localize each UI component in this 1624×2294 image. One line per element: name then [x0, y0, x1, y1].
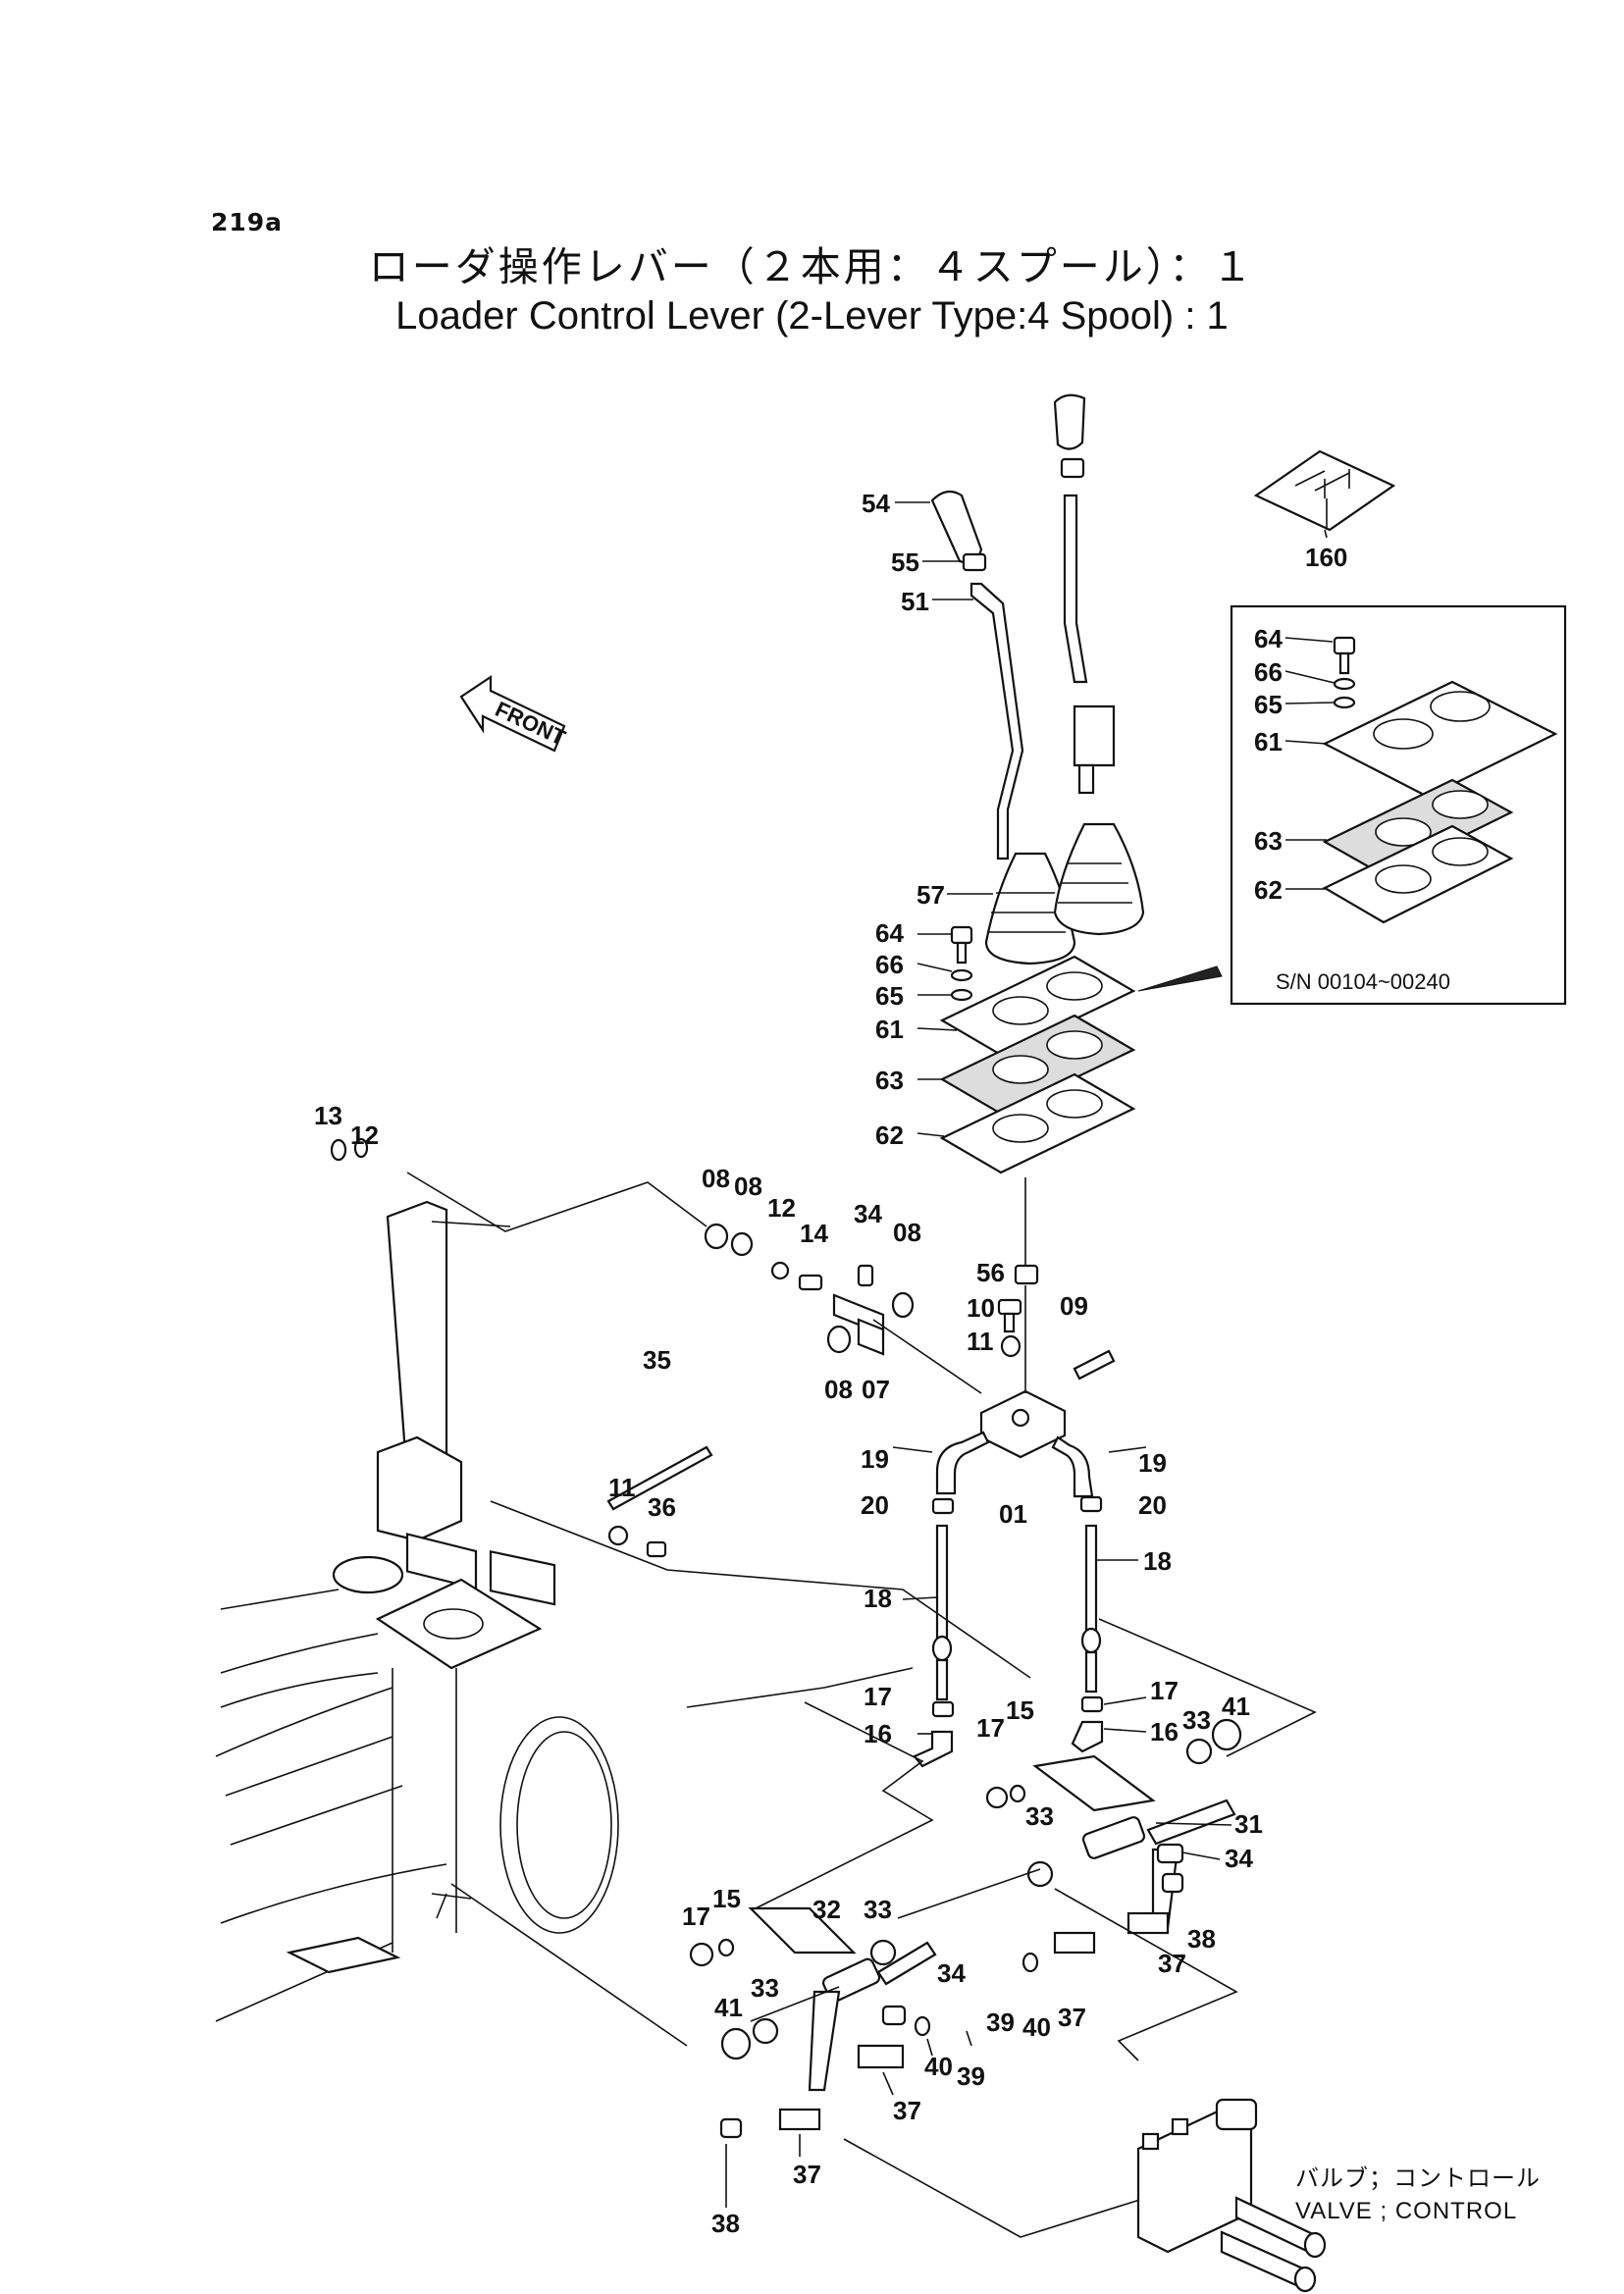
label-64-inset: 64 [1254, 624, 1283, 653]
label-07: 07 [862, 1375, 890, 1404]
label-08-b: 08 [734, 1172, 762, 1201]
label-31: 31 [1234, 1809, 1263, 1839]
label-34: 34 [854, 1199, 882, 1228]
label-39-a: 39 [986, 2007, 1015, 2037]
label-17-b: 17 [1150, 1676, 1179, 1705]
valve-label-english: VALVE ; CONTROL [1295, 2198, 1518, 2224]
label-20-b: 20 [1138, 1490, 1167, 1520]
label-36: 36 [648, 1492, 676, 1522]
label-15: 15 [1006, 1695, 1034, 1725]
label-54: 54 [862, 489, 890, 518]
lower-linkage [689, 1718, 1242, 2139]
label-13: 13 [314, 1101, 342, 1130]
label-09: 09 [1060, 1291, 1088, 1321]
label-17-d: 17 [682, 1902, 710, 1931]
label-17-c: 17 [976, 1713, 1005, 1743]
label-63: 63 [875, 1066, 904, 1095]
label-40-a: 40 [1022, 2012, 1051, 2042]
label-37-a: 37 [1158, 1949, 1186, 1978]
label-19-b: 19 [1138, 1448, 1167, 1478]
label-65: 65 [875, 981, 904, 1011]
label-62: 62 [875, 1121, 904, 1150]
label-20-a: 20 [861, 1490, 889, 1520]
label-33-d: 33 [751, 1973, 779, 2003]
chassis-outline [215, 1555, 619, 2022]
decal-160: 160 [1253, 449, 1396, 572]
label-18-b: 18 [1143, 1546, 1172, 1576]
label-62-inset: 62 [1254, 875, 1283, 905]
lever-assembly-left [930, 490, 1076, 965]
label-33-a: 33 [1182, 1705, 1211, 1735]
label-33-c: 33 [864, 1895, 892, 1924]
label-41-a: 41 [1222, 1692, 1250, 1721]
label-37-b: 37 [1058, 2003, 1086, 2032]
label-57: 57 [917, 880, 945, 910]
label-18-a: 18 [864, 1584, 892, 1613]
label-56: 56 [976, 1258, 1005, 1287]
label-41-b: 41 [714, 1993, 743, 2022]
front-arrow-label: FRONT [492, 697, 570, 751]
leader-lines [892, 498, 1336, 1860]
label-55: 55 [891, 547, 919, 577]
label-66-inset: 66 [1254, 657, 1283, 687]
label-38-a: 38 [1187, 1924, 1216, 1954]
label-33-b: 33 [1025, 1801, 1054, 1831]
label-17-a: 17 [864, 1682, 892, 1711]
boundary-lines [406, 1172, 1317, 2238]
label-15-b: 15 [712, 1884, 741, 1913]
page-id: 219a [211, 208, 284, 236]
label-08-d: 08 [824, 1375, 853, 1404]
label-10: 10 [967, 1293, 995, 1323]
label-34-b: 34 [1225, 1844, 1253, 1873]
label-40-b: 40 [924, 2052, 953, 2081]
label-11-b: 11 [608, 1473, 636, 1502]
label-16-b: 16 [1150, 1717, 1179, 1747]
part-labels: 160 54 55 51 57 64 66 65 61 63 62 64 66 … [314, 489, 1283, 2238]
control-valve [1136, 2098, 1327, 2293]
label-61-inset: 61 [1254, 727, 1283, 756]
label-63-inset: 63 [1254, 826, 1283, 856]
label-08-c: 08 [893, 1218, 921, 1247]
label-11: 11 [967, 1327, 994, 1356]
label-16-a: 16 [864, 1719, 892, 1748]
label-35: 35 [643, 1345, 671, 1375]
bracket-frame [330, 1137, 556, 1606]
label-66: 66 [875, 950, 904, 979]
inset-box: S/N 00104~00240 [1230, 604, 1567, 1006]
label-64: 64 [875, 918, 904, 948]
label-61: 61 [875, 1015, 904, 1044]
lever-assembly-right [1053, 393, 1145, 936]
plate-stack-main [939, 925, 1136, 1174]
label-38-b: 38 [711, 2209, 740, 2238]
valve-label-japanese: バルブ；コントロール [1295, 2164, 1541, 2192]
inset-serial: S/N 00104~00240 [1276, 969, 1450, 994]
label-37-d: 37 [793, 2160, 821, 2189]
label-12: 12 [350, 1121, 379, 1150]
label-39-b: 39 [957, 2061, 985, 2091]
label-08-a: 08 [702, 1164, 730, 1193]
title-english: Loader Control Lever (2-Lever Type:4 Spo… [395, 294, 1229, 338]
title-japanese: ローダ操作レバー（２本用：４スプール）：１ [368, 243, 1256, 290]
central-hub [606, 1223, 1116, 1768]
label-65-inset: 65 [1254, 690, 1283, 719]
label-32: 32 [812, 1895, 841, 1924]
label-ticks [725, 2030, 972, 2208]
inset-pointer [1137, 965, 1223, 992]
label-160: 160 [1305, 543, 1347, 572]
label-51: 51 [901, 587, 929, 616]
label-01: 01 [999, 1499, 1027, 1529]
front-arrow: FRONT [459, 674, 570, 753]
label-37-c: 37 [893, 2096, 921, 2125]
label-12-b: 12 [767, 1193, 796, 1223]
label-34-c: 34 [937, 1958, 966, 1988]
label-19-a: 19 [861, 1444, 889, 1474]
label-14: 14 [800, 1219, 828, 1248]
